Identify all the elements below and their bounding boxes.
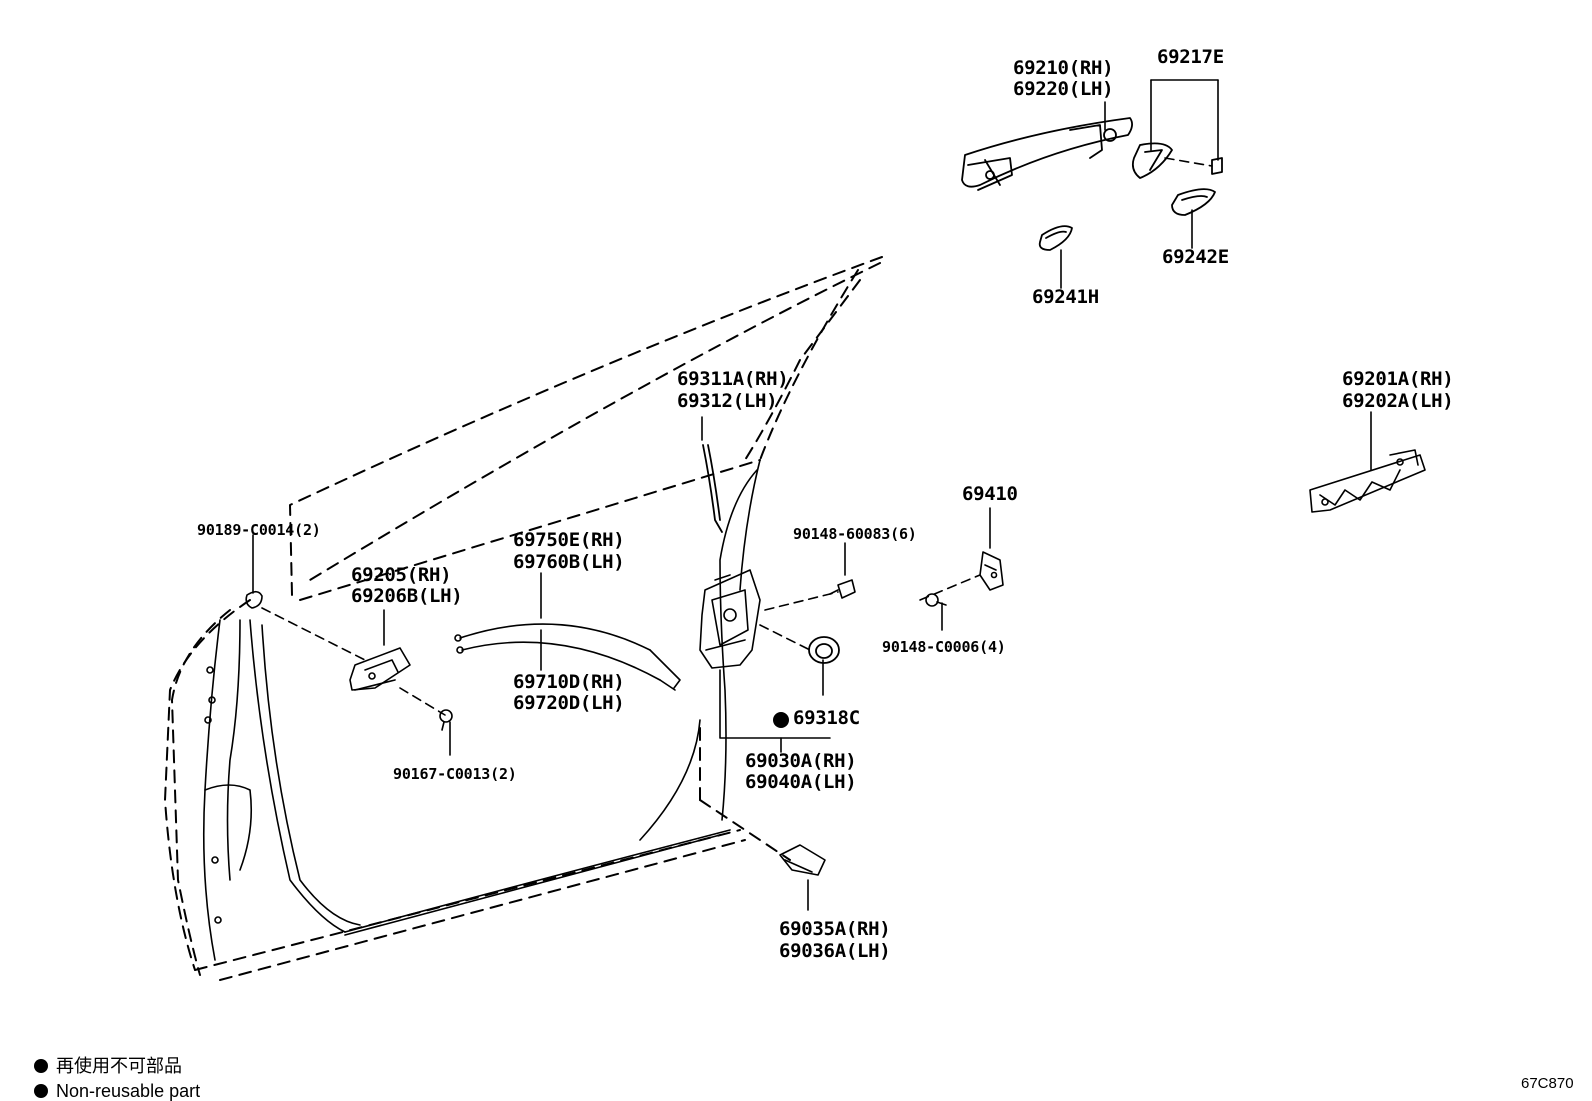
label-90148-C0006: 90148-C0006(4) — [882, 638, 1006, 656]
label-90148-60083: 90148-60083(6) — [793, 525, 917, 543]
label-69040A: 69040A(LH) — [745, 771, 857, 793]
non-reusable-dot — [773, 712, 789, 728]
screw-60083 — [829, 579, 856, 599]
legend-jp-text: 再使用不可部品 — [56, 1056, 183, 1076]
label-69206B: 69206B(LH) — [351, 585, 463, 607]
legend-dot-jp — [34, 1059, 49, 1073]
legend-jp: 再使用不可部品 — [24, 1036, 182, 1076]
label-69410: 69410 — [962, 483, 1018, 505]
label-69241H: 69241H — [1032, 286, 1099, 308]
leader-lines — [252, 79, 1372, 911]
label-69035A: 69035A(RH) — [779, 918, 891, 940]
label-69760B: 69760B(LH) — [513, 551, 625, 573]
outside-handle — [961, 117, 1133, 191]
label-90189: 90189-C0014(2) — [197, 521, 321, 539]
lock-cables — [454, 623, 681, 691]
legend-en: Non-reusable part — [24, 1061, 200, 1101]
gasket-front — [1038, 225, 1073, 251]
grommet — [808, 636, 840, 664]
connection-lines — [261, 157, 1213, 716]
label-69210: 69210(RH) — [1013, 57, 1114, 79]
label-69318C: 69318C — [793, 707, 860, 729]
diagram-code: 67C870 — [1521, 1075, 1574, 1092]
label-69205: 69205(RH) — [351, 564, 452, 586]
clip — [245, 590, 263, 609]
door-inner-frame — [202, 459, 761, 961]
label-69220: 69220(LH) — [1013, 78, 1114, 100]
screw-c0013 — [439, 709, 453, 731]
lock-protector — [779, 844, 826, 876]
label-69217E: 69217E — [1157, 46, 1224, 68]
handle-cap — [1131, 142, 1223, 179]
label-69201A: 69201A(RH) — [1342, 368, 1454, 390]
label-69720D: 69720D(LH) — [513, 692, 625, 714]
label-69710D: 69710D(RH) — [513, 671, 625, 693]
door-outline — [164, 256, 883, 981]
inside-handle — [349, 647, 411, 691]
legend-en-text: Non-reusable part — [56, 1081, 201, 1101]
label-69750E: 69750E(RH) — [513, 529, 625, 551]
label-69202A: 69202A(LH) — [1342, 390, 1454, 412]
label-69030A: 69030A(RH) — [745, 750, 857, 772]
gasket-rear — [1171, 188, 1216, 216]
label-69242E: 69242E — [1162, 246, 1229, 268]
label-90167: 90167-C0013(2) — [393, 765, 517, 783]
door-lock-assembly — [699, 569, 761, 669]
label-69036A: 69036A(LH) — [779, 940, 891, 962]
label-69311A: 69311A(RH) — [677, 368, 789, 390]
label-69312: 69312(LH) — [677, 390, 778, 412]
striker — [979, 551, 1004, 591]
legend-dot-en — [34, 1084, 49, 1098]
link-rod — [702, 444, 723, 533]
handle-frame — [1309, 449, 1426, 513]
screw-c0006 — [925, 593, 947, 607]
